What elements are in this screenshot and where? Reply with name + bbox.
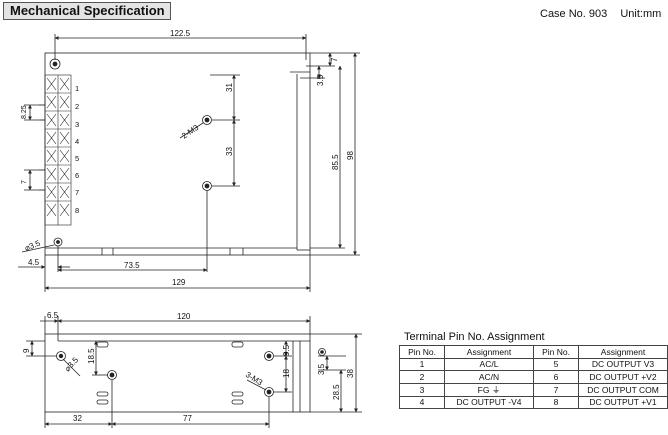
front-hole-left bbox=[56, 351, 66, 361]
table-cell: 4 bbox=[399, 395, 445, 409]
front-vent-5 bbox=[231, 391, 244, 397]
table-cell: DC OUTPUT +V1 bbox=[578, 395, 668, 409]
terminal-table-title: Terminal Pin No. Assignment bbox=[404, 331, 545, 343]
dim-7-top: 7 bbox=[330, 57, 339, 62]
dim-8-25: 8.25 bbox=[21, 105, 28, 119]
front-vent-2 bbox=[231, 341, 244, 348]
dim-38: 38 bbox=[346, 369, 355, 378]
table-cell: 2 bbox=[399, 370, 445, 384]
dim-6-5: 6.5 bbox=[47, 311, 59, 320]
screw-hole-upper bbox=[202, 115, 212, 125]
dim-18: 18 bbox=[282, 369, 291, 378]
column-header: Assignment bbox=[444, 345, 534, 359]
table-cell: 3 bbox=[399, 382, 445, 397]
table-cell: 8 bbox=[533, 395, 579, 409]
dim-98: 98 bbox=[346, 151, 355, 160]
front-vent-3 bbox=[96, 391, 109, 397]
top-view: 1 2 3 4 5 6 7 8 122.5 bbox=[18, 29, 360, 292]
case-info: Case No. 903 Unit:mm bbox=[540, 8, 661, 20]
table-cell: 7 bbox=[533, 382, 579, 397]
dim-18-5: 18.5 bbox=[87, 348, 96, 364]
dim-28-5: 28.5 bbox=[332, 384, 341, 400]
pin-label-8: 8 bbox=[75, 206, 79, 215]
front-vent-6 bbox=[231, 399, 244, 405]
table-cell: DC OUTPUT V3 bbox=[578, 357, 668, 371]
front-view: 6.5 120 9 18.5 ⌀3.5 32 77 9.5 18 3-M bbox=[22, 311, 362, 428]
pin-label-6: 6 bbox=[75, 171, 79, 180]
table-cell: DC OUTPUT +V2 bbox=[578, 370, 668, 384]
dim-73-5: 73.5 bbox=[124, 261, 140, 270]
table-cell: AC/L bbox=[444, 357, 534, 371]
screw-hole-lower bbox=[202, 181, 212, 191]
dim-9-5: 9.5 bbox=[282, 344, 291, 356]
screw-callout-3-m3: 3-M3 bbox=[244, 370, 265, 388]
screw-callout-2-m3: 2-M3 bbox=[180, 123, 201, 141]
pin-label-5: 5 bbox=[75, 154, 79, 163]
table-cell: 5 bbox=[533, 357, 579, 371]
ground-icon: ⏚ bbox=[491, 384, 501, 395]
dim-129: 129 bbox=[172, 278, 186, 287]
table-cell: 6 bbox=[533, 370, 579, 384]
table-cell: 1 bbox=[399, 357, 445, 371]
front-screw-hole-right-upper bbox=[264, 351, 274, 361]
mounting-hole-bottom-left bbox=[53, 237, 63, 247]
table-cell: AC/N bbox=[444, 370, 534, 384]
dim-3-5-front: 3.5 bbox=[317, 363, 326, 375]
table-cell: DC OUTPUT -V4 bbox=[444, 395, 534, 409]
table-cell: DC OUTPUT COM bbox=[578, 382, 668, 397]
column-header: Pin No. bbox=[533, 345, 579, 359]
dim-33: 33 bbox=[225, 147, 234, 156]
pin-labels: 1 2 3 4 5 6 7 8 bbox=[75, 84, 79, 215]
case-number: Case No. 903 bbox=[540, 8, 608, 20]
front-screw-hole-left bbox=[107, 370, 117, 380]
table-header-row: Pin No. Assignment Pin No. Assignment bbox=[399, 345, 668, 359]
hole-diameter-value: 3.5 bbox=[28, 238, 42, 251]
dim-3-5-right: 3.5 bbox=[316, 74, 325, 86]
dim-77: 77 bbox=[183, 414, 192, 423]
dim-31: 31 bbox=[225, 83, 234, 92]
table-cell: FG ⏚ bbox=[444, 382, 534, 397]
front-screw-hole-right-lower bbox=[264, 387, 274, 397]
front-vent-4 bbox=[96, 399, 109, 405]
table-row: 2 AC/N 6 DC OUTPUT +V2 bbox=[399, 370, 668, 384]
table-row: 4 DC OUTPUT -V4 8 DC OUTPUT +V1 bbox=[399, 395, 668, 409]
dim-32: 32 bbox=[73, 414, 82, 423]
diameter-icon: ⌀ bbox=[23, 243, 31, 253]
front-view-outline bbox=[44, 333, 311, 413]
top-view-outline bbox=[44, 52, 311, 256]
pin-label-4: 4 bbox=[75, 137, 79, 146]
dim-85-5: 85.5 bbox=[331, 154, 340, 170]
pin-label-1: 1 bbox=[75, 84, 79, 93]
pin-label-2: 2 bbox=[75, 102, 79, 111]
column-header: Pin No. bbox=[399, 345, 445, 359]
dim-122-5: 122.5 bbox=[170, 29, 191, 38]
diameter-icon: ⌀ bbox=[63, 364, 73, 374]
hole-diameter-callout: ⌀3.5 bbox=[23, 238, 42, 253]
table-cell-text: FG bbox=[477, 384, 490, 395]
front-vent-1 bbox=[96, 341, 109, 348]
dim-120: 120 bbox=[177, 312, 191, 321]
table-row: 3 FG ⏚ 7 DC OUTPUT COM bbox=[399, 382, 668, 397]
mounting-hole-top-left bbox=[49, 58, 61, 70]
terminal-block bbox=[39, 74, 72, 226]
dim-9: 9 bbox=[22, 348, 31, 353]
dim-7-left: 7 bbox=[21, 180, 28, 184]
dim-4-5: 4.5 bbox=[28, 258, 40, 267]
pin-label-3: 3 bbox=[75, 120, 79, 129]
unit-label: Unit:mm bbox=[620, 8, 662, 20]
table-row: 1 AC/L 5 DC OUTPUT V3 bbox=[399, 357, 668, 371]
front-hole-right-edge bbox=[318, 348, 326, 356]
terminal-pin-table: Pin No. Assignment Pin No. Assignment 1 … bbox=[399, 345, 668, 409]
pin-label-7: 7 bbox=[75, 188, 79, 197]
column-header: Assignment bbox=[578, 345, 668, 359]
section-title: Mechanical Specification bbox=[3, 2, 171, 20]
